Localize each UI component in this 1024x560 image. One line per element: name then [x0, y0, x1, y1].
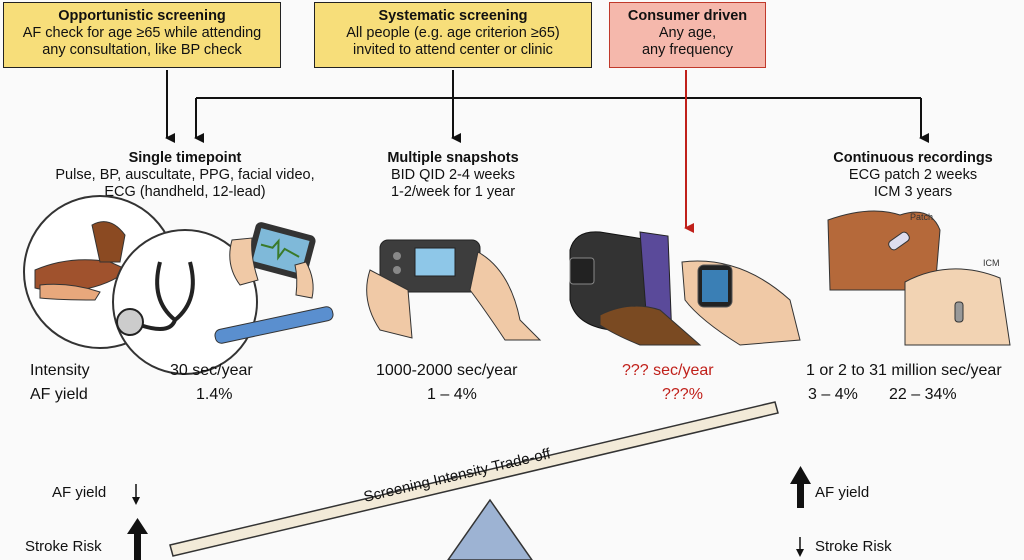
left-af-yield-label: AF yield [52, 484, 107, 501]
multiple-line-2: 1-2/week for 1 year [390, 184, 516, 200]
single-title: Single timepoint [128, 150, 242, 166]
single-intensity-value: 30 sec/year [170, 362, 253, 379]
multiple-snapshots-heading: Multiple snapshots BID QID 2-4 weeks 1-2… [353, 150, 553, 201]
multiple-yield-value: 1 – 4% [427, 386, 477, 403]
multiple-title: Multiple snapshots [387, 150, 519, 166]
opportunistic-box: Opportunistic screening AF check for age… [3, 2, 281, 68]
continuous-title: Continuous recordings [833, 150, 993, 166]
right-af-yield-label: AF yield [815, 484, 870, 501]
continuous-intensity-value: 1 or 2 to 31 million sec/year [806, 362, 1002, 379]
intensity-row-label: Intensity [30, 362, 90, 379]
consumer-box: Consumer driven Any age, any frequency [609, 2, 766, 68]
single-line-2: ECG (handheld, 12-lead) [104, 184, 266, 200]
consumer-intensity-value: ??? sec/year [622, 362, 714, 379]
seesaw [169, 401, 779, 560]
consumer-line-2: any frequency [641, 42, 734, 58]
right-stroke-risk-label: Stroke Risk [815, 538, 892, 555]
opportunistic-line-1: AF check for age ≥65 while attending [22, 25, 262, 41]
continuous-line-1: ECG patch 2 weeks [848, 167, 978, 183]
seesaw-plank [169, 401, 779, 557]
left-yield-down-arrow [132, 484, 140, 505]
systematic-title: Systematic screening [378, 8, 528, 24]
systematic-line-2: invited to attend center or clinic [353, 42, 553, 58]
multiple-intensity-value: 1000-2000 sec/year [376, 362, 518, 379]
systematic-line-1: All people (e.g. age criterion ≥65) [346, 25, 560, 41]
consumer-line-1: Any age, [658, 25, 717, 41]
continuous-yield-b: 22 – 34% [889, 386, 957, 403]
left-stroke-risk-label: Stroke Risk [25, 538, 102, 555]
single-yield-value: 1.4% [196, 386, 233, 403]
seesaw-fulcrum [447, 498, 533, 560]
left-risk-up-arrow [127, 518, 148, 560]
continuous-yield-a: 3 – 4% [808, 386, 858, 403]
continuous-heading: Continuous recordings ECG patch 2 weeks … [806, 150, 1020, 201]
systematic-box: Systematic screening All people (e.g. ag… [314, 2, 592, 68]
single-timepoint-heading: Single timepoint Pulse, BP, auscultate, … [30, 150, 340, 201]
right-risk-down-arrow [796, 537, 804, 557]
continuous-line-2: ICM 3 years [873, 184, 953, 200]
consumer-yield-value: ???% [662, 386, 703, 403]
single-line-1: Pulse, BP, auscultate, PPG, facial video… [55, 167, 315, 183]
yield-row-label: AF yield [30, 386, 88, 403]
multiple-line-1: BID QID 2-4 weeks [390, 167, 516, 183]
right-yield-up-arrow [790, 466, 811, 508]
consumer-title: Consumer driven [627, 8, 748, 24]
opportunistic-line-2: any consultation, like BP check [42, 42, 242, 58]
opportunistic-title: Opportunistic screening [58, 8, 226, 24]
